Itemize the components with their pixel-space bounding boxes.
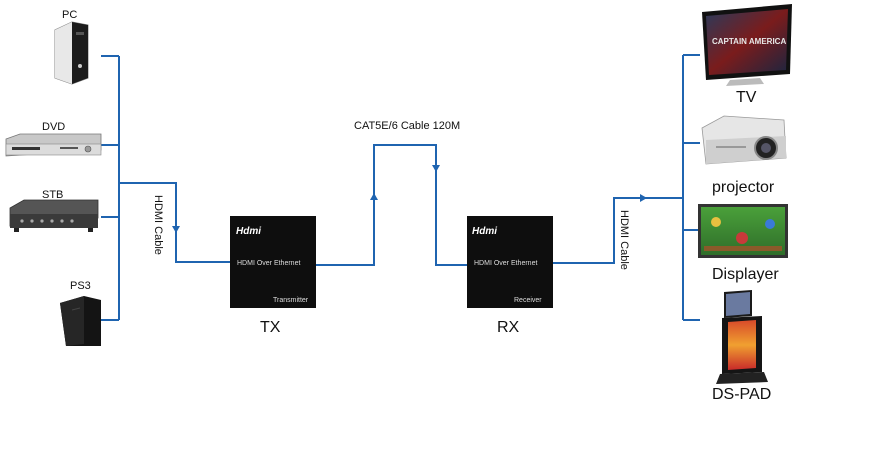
tx-logo: Hdmi <box>236 226 261 237</box>
dspad-icon <box>716 290 768 384</box>
arrow-up-cat <box>370 193 378 200</box>
tx-label: TX <box>260 319 281 336</box>
stb-icon <box>9 199 99 232</box>
displayer-label: Displayer <box>712 266 779 283</box>
arrow-right-bus <box>640 194 647 202</box>
dvd-icon <box>5 133 102 157</box>
rx-label: RX <box>497 319 520 336</box>
rx-logo: Hdmi <box>472 226 497 237</box>
tx-title: HDMI Over Ethernet <box>237 260 300 267</box>
dvd-label: DVD <box>42 121 65 133</box>
projector-icon <box>701 115 787 165</box>
flow-arrows <box>172 165 647 233</box>
connection-lines <box>101 54 700 321</box>
cat-cable-label: CAT5E/6 Cable 120M <box>354 120 460 132</box>
rx-title: HDMI Over Ethernet <box>474 260 537 267</box>
tv-label: TV <box>736 89 757 106</box>
hdmi-cable-left-line <box>119 182 230 263</box>
hdmi-cable-right-label: HDMI Cable <box>618 210 630 270</box>
ps3-icon <box>60 296 101 346</box>
arrow-down-cat <box>432 165 440 172</box>
rx-subtitle: Receiver <box>514 297 542 304</box>
hdmi-cable-right-line <box>553 197 683 264</box>
cat-cable-line <box>316 144 467 266</box>
arrow-down-left <box>172 226 180 233</box>
projector-label: projector <box>712 179 775 196</box>
tv-icon: CAPTAIN AMERICA <box>702 4 792 86</box>
ps3-label: PS3 <box>70 280 91 292</box>
tx-subtitle: Transmitter <box>273 297 309 304</box>
tv-screen-text: CAPTAIN AMERICA <box>712 37 786 46</box>
pc-label: PC <box>62 9 77 21</box>
tx-unit: Hdmi HDMI Over Ethernet Transmitter <box>230 216 316 308</box>
dspad-label: DS-PAD <box>712 386 771 403</box>
pc-icon <box>54 21 89 85</box>
hdmi-cable-left-label: HDMI Cable <box>152 195 164 255</box>
displayer-icon <box>698 204 788 258</box>
stb-label: STB <box>42 189 63 201</box>
rx-unit: Hdmi HDMI Over Ethernet Receiver <box>467 216 553 308</box>
